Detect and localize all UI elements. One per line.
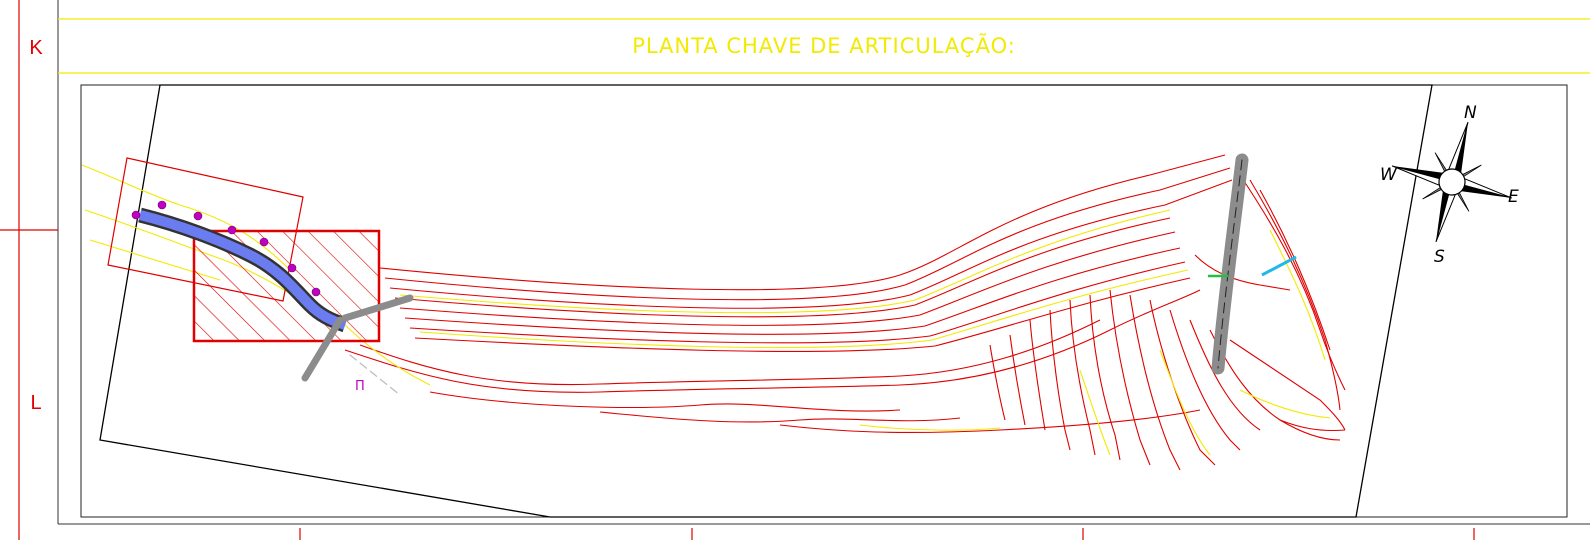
grid-row-label-l: L xyxy=(30,392,42,414)
channel xyxy=(138,207,348,333)
grid-frame xyxy=(0,0,1475,540)
compass-west-label: W xyxy=(1380,165,1398,185)
survey-pins xyxy=(131,200,321,297)
plan-marker-label: Π xyxy=(355,379,365,394)
compass-north-label: N xyxy=(1464,103,1477,123)
sheet-title: PLANTA CHAVE DE ARTICULAÇÃO: xyxy=(632,34,1016,58)
compass-star-icon xyxy=(1391,121,1513,243)
road-accents xyxy=(1208,255,1297,278)
roads xyxy=(301,153,1249,396)
grid-row-label-k: K xyxy=(29,37,43,59)
compass-south-label: S xyxy=(1434,247,1445,267)
property-boundary xyxy=(99,84,1433,518)
compass-rose: N E S W xyxy=(1380,103,1519,267)
sheet-frame xyxy=(57,0,1590,525)
compass-east-label: E xyxy=(1508,187,1519,207)
contour-lines-red xyxy=(344,154,1346,471)
